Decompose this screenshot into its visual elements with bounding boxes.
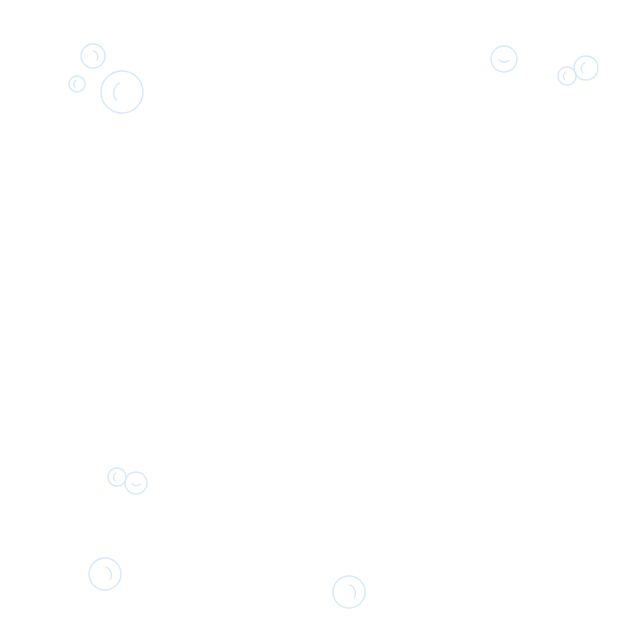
bubble-shine: [498, 59, 510, 63]
bubble-ring: [573, 55, 599, 81]
bubble-bottom-center: [332, 575, 366, 609]
bubble-top-right-small: [557, 66, 577, 86]
bubble-mid-left-a: [107, 467, 127, 487]
bubble-ring: [557, 66, 577, 86]
bubble-top-left-large: [100, 70, 144, 114]
bubble-ring: [100, 70, 144, 114]
bubble-shine: [93, 50, 99, 61]
bubble-shine: [112, 472, 117, 482]
bubble-shine: [105, 566, 112, 580]
bubble-bottom-left: [88, 557, 122, 591]
bubble-shine: [580, 62, 586, 74]
bubble-ring: [107, 467, 127, 487]
bubble-ring: [332, 575, 366, 609]
bubble-ring: [490, 45, 518, 73]
bubble-ring: [68, 75, 86, 93]
bubble-shine: [562, 71, 567, 81]
bubble-shine: [349, 584, 356, 598]
bubble-ring: [124, 471, 148, 495]
bubble-ring: [80, 43, 106, 69]
bubble-shine: [73, 79, 77, 88]
bubble-shine: [113, 82, 121, 101]
bubble-top-left-tiny: [68, 75, 86, 93]
bubble-shine: [131, 482, 141, 487]
bubble-top-right-medium: [490, 45, 518, 73]
bubble-top-left-small: [80, 43, 106, 69]
bubble-mid-left-b: [124, 471, 148, 495]
bubble-top-right-right: [573, 55, 599, 81]
bubble-ring: [88, 557, 122, 591]
